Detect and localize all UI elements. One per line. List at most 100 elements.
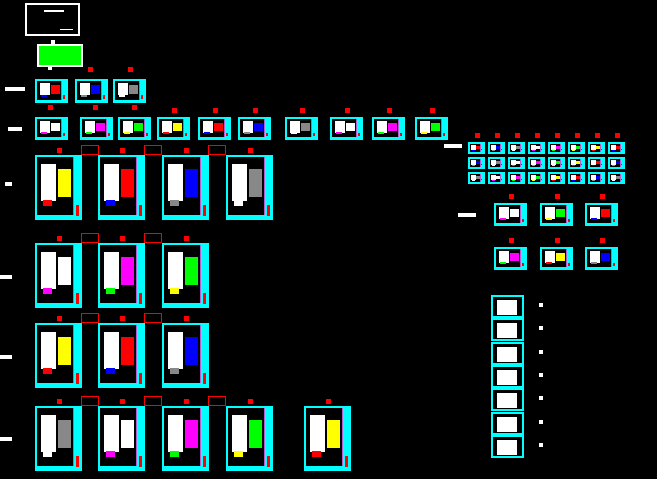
drawing-sheet[interactable] — [35, 79, 68, 103]
title-block-stamp — [580, 163, 582, 165]
drawing-sheet[interactable] — [508, 172, 525, 184]
drawing-sheet[interactable] — [488, 157, 505, 169]
drawing-content — [591, 149, 595, 151]
drawing-sheet[interactable] — [415, 117, 448, 140]
drawing-sheet[interactable] — [35, 155, 82, 220]
title-block-stamp — [600, 163, 602, 165]
detail-sheet[interactable] — [491, 411, 524, 435]
drawing-sheet[interactable] — [238, 117, 271, 140]
title-block-stamp — [540, 178, 542, 180]
drawing-sheet[interactable] — [540, 203, 573, 226]
drawing-content — [551, 179, 555, 181]
drawing-sheet[interactable] — [226, 406, 273, 471]
drawing-sheet[interactable] — [35, 406, 82, 471]
drawing-content — [168, 164, 184, 201]
drawing-sheet[interactable] — [80, 117, 113, 140]
drawing-sheet[interactable] — [548, 142, 565, 154]
drawing-content — [476, 160, 481, 165]
sheet-marker — [93, 105, 98, 110]
drawing-sheet[interactable] — [330, 117, 363, 140]
title-block — [480, 174, 483, 182]
cover-thumbnail[interactable] — [37, 44, 83, 67]
drawing-sheet[interactable] — [162, 243, 209, 308]
drawing-content — [509, 208, 519, 218]
drawing-sheet[interactable] — [226, 155, 273, 220]
drawing-sheet[interactable] — [304, 406, 351, 471]
title-block — [199, 408, 207, 469]
detail-content — [497, 323, 517, 339]
drawing-sheet[interactable] — [157, 117, 190, 140]
drawing-sheet[interactable] — [162, 406, 209, 471]
drawing-sheet[interactable] — [528, 172, 545, 184]
drawing-sheet[interactable] — [35, 117, 68, 140]
title-block — [135, 157, 143, 218]
drawing-content — [511, 174, 516, 180]
sheet-footer — [332, 137, 357, 138]
drawing-sheet[interactable] — [468, 172, 485, 184]
drawing-sheet[interactable] — [568, 142, 585, 154]
drawing-content — [596, 175, 601, 180]
drawing-sheet[interactable] — [35, 243, 82, 308]
drawing-sheet[interactable] — [528, 157, 545, 169]
drawing-sheet[interactable] — [372, 117, 405, 140]
drawing-sheet[interactable] — [608, 142, 625, 154]
drawing-sheet[interactable] — [98, 323, 145, 388]
drawing-sheet[interactable] — [468, 142, 485, 154]
drawing-sheet[interactable] — [98, 406, 145, 471]
drawing-sheet[interactable] — [508, 142, 525, 154]
drawing-sheet[interactable] — [568, 172, 585, 184]
drawing-sheet[interactable] — [540, 247, 573, 270]
drawing-sheet[interactable] — [494, 247, 527, 270]
drawing-sheet[interactable] — [528, 142, 545, 154]
sheet-marker — [494, 133, 500, 138]
drawing-sheet[interactable] — [468, 157, 485, 169]
drawing-sheet[interactable] — [608, 157, 625, 169]
drawing-sheet[interactable] — [494, 203, 527, 226]
drawing-sheet[interactable] — [588, 157, 605, 169]
drawing-content — [336, 132, 343, 135]
drawing-sheet[interactable] — [98, 155, 145, 220]
sheet-footer — [100, 465, 137, 469]
drawing-content — [509, 252, 519, 262]
drawing-sheet[interactable] — [488, 172, 505, 184]
cover-frame[interactable] — [25, 3, 80, 36]
drawing-sheet[interactable] — [162, 323, 209, 388]
detail-sheet[interactable] — [491, 434, 524, 458]
sheet-marker — [594, 133, 600, 138]
drawing-sheet[interactable] — [35, 323, 82, 388]
drawing-sheet[interactable] — [488, 142, 505, 154]
detail-sheet[interactable] — [491, 388, 524, 412]
drawing-sheet[interactable] — [508, 157, 525, 169]
drawing-sheet[interactable] — [588, 172, 605, 184]
detail-sheet[interactable] — [491, 364, 524, 388]
detail-sheet[interactable] — [491, 341, 524, 365]
drawing-sheet[interactable] — [198, 117, 231, 140]
drawing-sheet[interactable] — [75, 79, 108, 103]
drawing-sheet[interactable] — [585, 247, 618, 270]
drawing-sheet[interactable] — [162, 155, 209, 220]
drawing-sheet[interactable] — [118, 117, 151, 140]
drawing-sheet[interactable] — [113, 79, 146, 103]
sheet-marker — [183, 399, 189, 404]
drawing-sheet[interactable] — [285, 117, 318, 140]
title-block-stamp — [225, 132, 228, 136]
detail-sheet[interactable] — [491, 318, 524, 342]
drawing-content — [57, 257, 71, 285]
drawing-sheet[interactable] — [608, 172, 625, 184]
drawing-content — [421, 132, 428, 135]
drawing-sheet[interactable] — [548, 172, 565, 184]
drawing-sheet[interactable] — [548, 157, 565, 169]
sheet-marker — [183, 236, 189, 241]
detail-sheet[interactable] — [491, 295, 524, 318]
title-block — [540, 174, 543, 182]
drawing-content — [248, 169, 262, 197]
drawing-sheet[interactable] — [585, 203, 618, 226]
drawing-content — [591, 159, 596, 165]
drawing-sheet[interactable] — [568, 157, 585, 169]
title-block — [397, 119, 403, 138]
drawing-content — [616, 160, 621, 165]
drawing-content — [591, 164, 595, 166]
drawing-sheet[interactable] — [98, 243, 145, 308]
drawing-sheet[interactable] — [588, 142, 605, 154]
